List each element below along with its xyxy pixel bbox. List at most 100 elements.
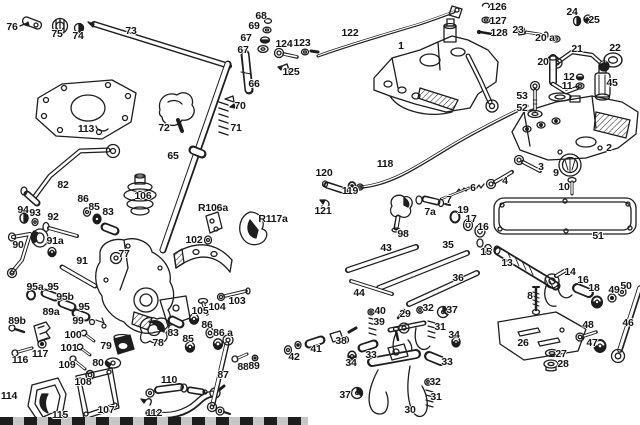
- part-85-ring-upper: [92, 213, 102, 225]
- part-label-44: 44: [353, 287, 365, 299]
- part-48-bolt: [575, 330, 598, 342]
- part-label-40: 40: [374, 305, 386, 317]
- part-label-89b: 89b: [8, 315, 26, 327]
- part-26-lock-plate: [497, 311, 587, 361]
- part-24-clip: [572, 15, 582, 27]
- part-83-bushing-upper: [100, 222, 120, 236]
- part-83-bushing-lower: [167, 315, 185, 329]
- part-label-106: 106: [134, 190, 152, 202]
- part-103-bolt: [216, 287, 251, 302]
- part-label-113: 113: [77, 123, 95, 135]
- part-label-83: 83: [167, 327, 179, 339]
- part-label-78: 78: [152, 337, 164, 349]
- part-33-bushing-mid: [357, 339, 379, 353]
- part-7a-fitting: [415, 195, 451, 208]
- part-label-82: 82: [57, 179, 69, 191]
- part-label-31: 31: [434, 321, 446, 333]
- part-label-18: 18: [588, 282, 600, 294]
- part-86-ring-lower: [205, 327, 215, 339]
- part-17-ring: [462, 218, 474, 232]
- part-label-36: 36: [452, 272, 464, 284]
- part-72-knob: [158, 92, 195, 133]
- part-95-bushing-1: [40, 288, 60, 302]
- part-117-nut: [37, 339, 47, 349]
- part-16-ring: [474, 224, 486, 238]
- part-70-cone: [224, 95, 236, 109]
- part-label-14: 14: [564, 266, 576, 278]
- part-label-105: 105: [191, 305, 209, 317]
- part-78-boot: [139, 316, 170, 345]
- part-1-shift-housing: [373, 18, 499, 115]
- part-32-ball-upper: [416, 306, 424, 314]
- part-104-pin: [197, 297, 209, 316]
- part-11-washer: [575, 82, 585, 90]
- part-label-128: 128: [490, 27, 508, 39]
- part-label-R117a: R117a: [258, 213, 288, 225]
- part-label-117: 117: [31, 348, 49, 360]
- part-label-69: 69: [248, 20, 260, 32]
- part-7-rod: [439, 186, 471, 201]
- part-label-95b: 95b: [56, 291, 74, 303]
- part-label-23: 23: [512, 24, 524, 36]
- part-122-rod: [316, 5, 463, 58]
- part-126-circlip: [481, 2, 491, 9]
- part-label-126: 126: [489, 1, 507, 13]
- part-R117a-wedge: [239, 211, 268, 246]
- part-109-screw: [69, 355, 87, 371]
- part-label-115: 115: [51, 409, 69, 421]
- part-label-87: 87: [217, 369, 229, 381]
- part-label-38: 38: [335, 335, 347, 347]
- part-34-ring-right: [451, 336, 461, 348]
- part-114-gasket: [27, 377, 67, 425]
- part-51-gasket: [493, 197, 637, 235]
- part-label-26: 26: [517, 337, 529, 349]
- part-label-52: 52: [516, 102, 528, 114]
- part-label-33: 33: [441, 356, 453, 368]
- part-label-9: 9: [553, 167, 559, 179]
- part-66-cylinder: [240, 49, 254, 95]
- part-label-95a: 95a: [26, 281, 44, 293]
- part-label-95: 95: [47, 281, 59, 293]
- part-label-120: 120: [315, 167, 333, 179]
- part-label-116: 116: [11, 354, 29, 366]
- part-30-shift-fork: [367, 326, 428, 418]
- part-label-11: 11: [561, 80, 573, 92]
- part-label-48: 48: [582, 319, 594, 331]
- part-label-73: 73: [125, 25, 137, 37]
- part-label-76: 76: [6, 21, 18, 33]
- part-label-22: 22: [609, 42, 621, 54]
- part-label-79: 79: [100, 340, 112, 352]
- part-label-34: 34: [448, 329, 460, 341]
- part-106-boot: [123, 173, 157, 216]
- part-label-43: 43: [380, 242, 392, 254]
- part-34-ring-mid: [347, 350, 357, 362]
- part-label-90: 90: [12, 239, 24, 251]
- part-label-51: 51: [592, 230, 604, 242]
- part-119-ring: [347, 181, 357, 191]
- part-label-112: 112: [145, 407, 163, 419]
- part-label-104: 104: [208, 301, 226, 313]
- part-87-link: [206, 334, 234, 416]
- part-label-32: 32: [429, 376, 441, 388]
- part-74-ball: [73, 22, 85, 34]
- part-102-band: [173, 244, 233, 273]
- part-label-86: 86: [201, 319, 213, 331]
- part-label-118: 118: [376, 158, 394, 170]
- part-label-67: 67: [240, 32, 252, 44]
- part-8-detent-pin: [531, 286, 541, 316]
- part-label-85: 85: [182, 333, 194, 345]
- part-label-50: 50: [620, 280, 632, 292]
- part-115-gasket: [75, 367, 120, 420]
- part-31-spring-upper: [427, 320, 436, 339]
- part-75-bushing: [51, 17, 69, 35]
- part-label-94: 94: [17, 204, 29, 216]
- part-44-rod: [349, 279, 394, 296]
- part-89-ball: [251, 354, 259, 362]
- part-label-77: 77: [118, 248, 130, 260]
- part-14-fork: [544, 268, 573, 307]
- part-label-110: 110: [160, 374, 178, 386]
- part-76-pin: [19, 16, 42, 30]
- part-112-mark: [140, 398, 152, 406]
- part-label-89a: 89a: [42, 306, 60, 318]
- part-92-bolt: [42, 221, 79, 238]
